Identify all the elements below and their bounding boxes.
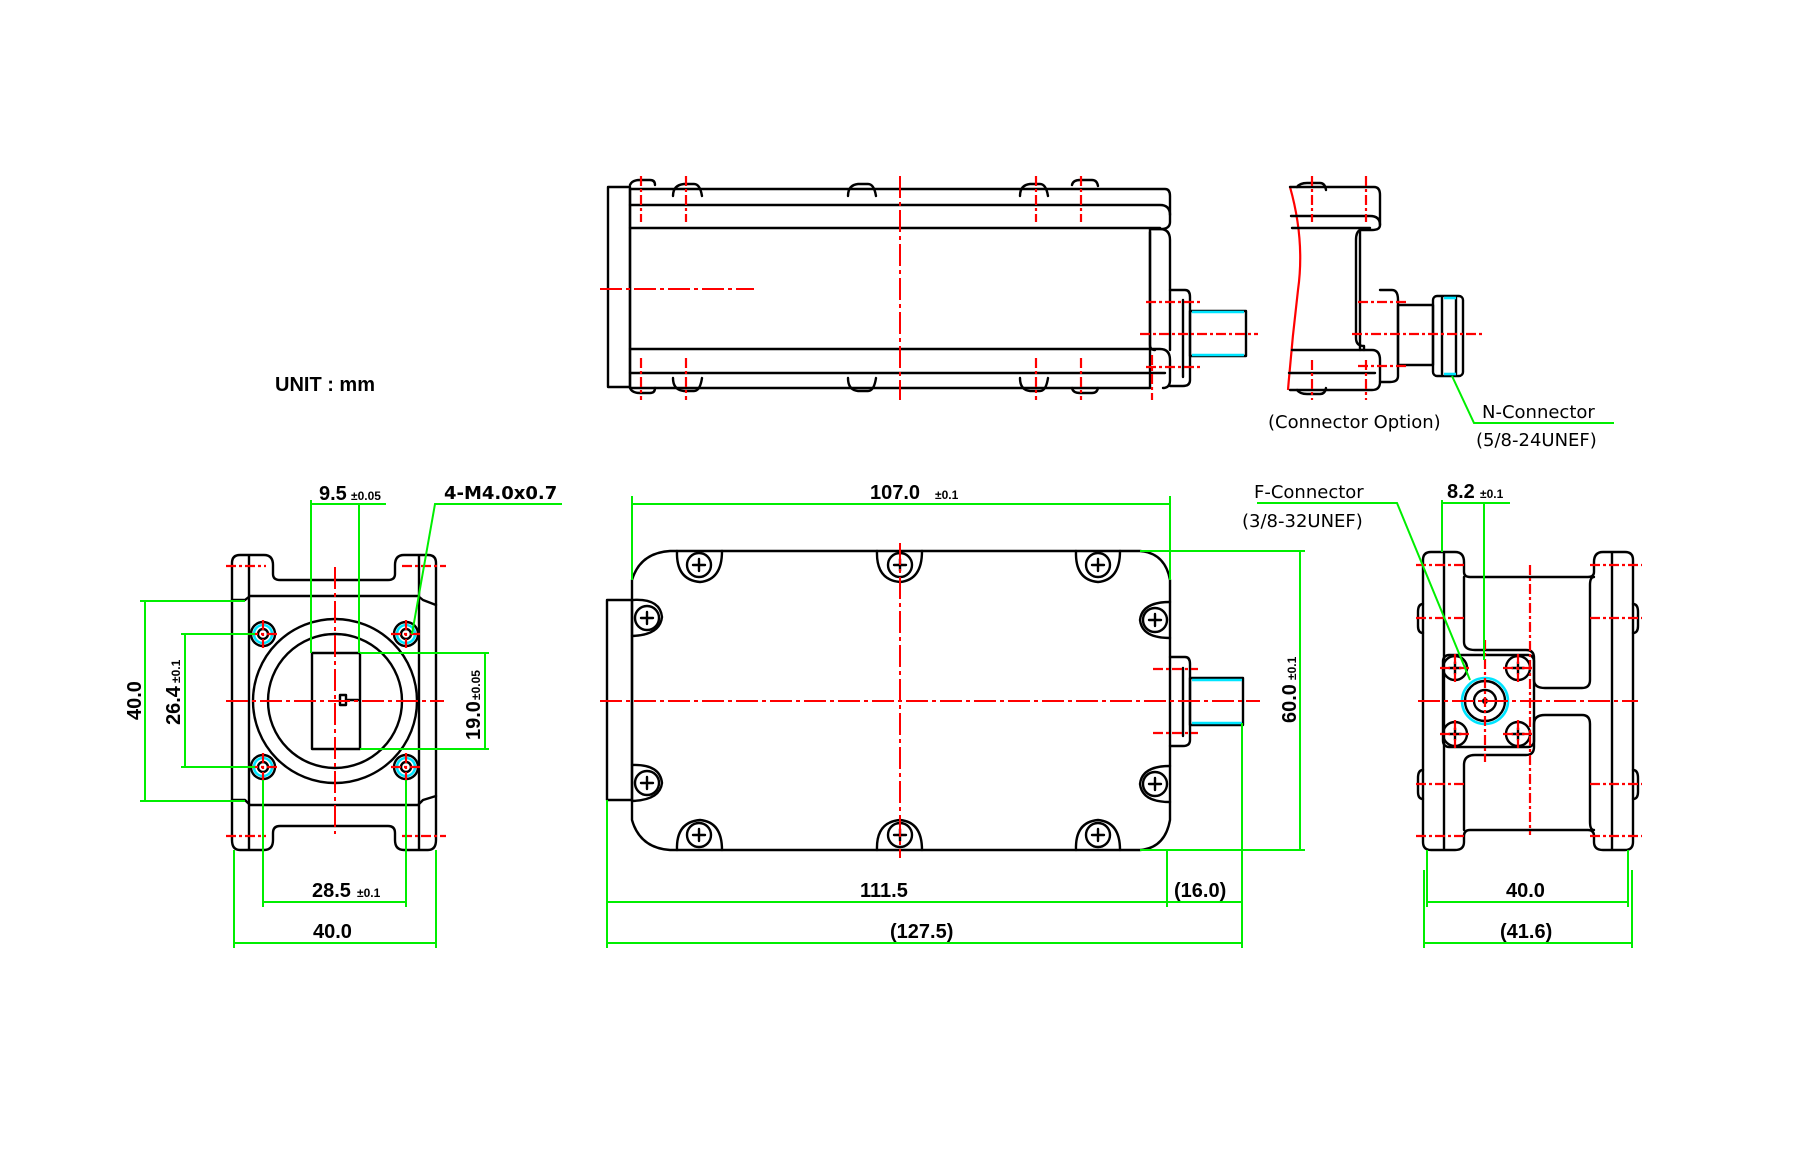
screw-bottom-right xyxy=(1074,818,1122,852)
f-connector-thread-label: (3/8-32UNEF) xyxy=(1242,511,1363,532)
dim-28-5-value: 28.5 xyxy=(312,880,351,902)
end-view-outline xyxy=(1421,550,1635,852)
screw-right-top xyxy=(1138,600,1172,640)
side-view-body xyxy=(630,549,1172,852)
dim-8-2-value: 8.2 xyxy=(1447,481,1475,503)
dim-127-5: (127.5) xyxy=(890,921,953,943)
dim-28-5-tol: ±0.1 xyxy=(357,886,381,900)
side-view: 107.0 ±0.1 60.0 ±0.1 111.5 (16.0) (127.5… xyxy=(600,482,1305,948)
dim-60-value: 60.0 xyxy=(1279,684,1301,723)
thread-callout: 4-M4.0x0.7 xyxy=(444,483,557,504)
connector-option-caption: (Connector Option) xyxy=(1268,412,1441,433)
screw-bottom-left xyxy=(675,818,724,852)
screw-right-bottom xyxy=(1138,764,1172,804)
dim-16-0: (16.0) xyxy=(1174,880,1226,902)
f-connector-label: F-Connector xyxy=(1254,482,1364,503)
dim-19-0-value: 19.0 xyxy=(463,701,485,740)
n-connector-body xyxy=(1431,294,1465,378)
dim-107-tol: ±0.1 xyxy=(935,488,959,502)
dim-8-2-tol: ±0.1 xyxy=(1480,487,1504,501)
screw-top-right xyxy=(1074,549,1122,584)
dim-40-vertical: 40.0 xyxy=(124,681,146,720)
dim-111-5: 111.5 xyxy=(860,880,908,902)
dim-40-horizontal: 40.0 xyxy=(313,921,352,943)
connector-option-view: (Connector Option) N-Connector (5/8-24UN… xyxy=(1268,176,1614,451)
dim-26-4-value: 26.4 xyxy=(163,685,185,725)
dim-26-4-tol: ±0.1 xyxy=(169,659,183,683)
dim-9-5-value: 9.5 xyxy=(319,483,347,505)
screw-left-top xyxy=(630,598,664,638)
screw-left-bottom xyxy=(630,763,664,803)
n-connector-thread-label: (5/8-24UNEF) xyxy=(1476,430,1597,451)
dim-19-0-tol: ±0.05 xyxy=(469,670,483,700)
end-view: F-Connector (3/8-32UNEF) 8.2 ±0.1 40.0 (… xyxy=(1242,481,1642,948)
dim-end-40-0: 40.0 xyxy=(1506,880,1545,902)
top-view xyxy=(600,176,1258,400)
n-connector-label: N-Connector xyxy=(1482,402,1595,423)
dim-107-value: 107.0 xyxy=(870,482,920,504)
flange-view: 9.5 ±0.05 4-M4.0x0.7 40.0 26.4 ±0.1 19.0… xyxy=(124,483,562,948)
top-view-flange xyxy=(606,185,632,389)
dim-end-41-6: (41.6) xyxy=(1500,921,1552,943)
screw-top-left xyxy=(675,549,724,584)
dim-9-5-tol: ±0.05 xyxy=(351,489,381,503)
unit-label: UNIT : mm xyxy=(275,374,375,396)
dim-60-tol: ±0.1 xyxy=(1285,656,1299,680)
